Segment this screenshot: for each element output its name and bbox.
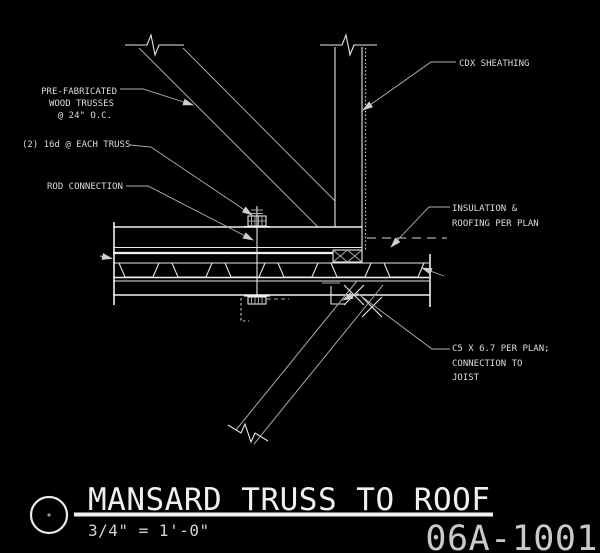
label-channel-line1: C5 X 6.7 PER PLAN; [452, 344, 550, 354]
leader-roof-deck-arrow [421, 267, 445, 277]
leader-insulation [390, 206, 450, 248]
detail-bubble-dot [47, 513, 51, 517]
truss-break-mark [125, 33, 184, 57]
title-block: MANSARD TRUSS TO ROOF 3/4" = 1'-0" 06A-1… [29, 482, 598, 553]
rod-bottom-nut [240, 294, 289, 322]
stud-break-mark [320, 33, 377, 57]
detail-title: MANSARD TRUSS TO ROOF [88, 482, 490, 518]
detail-scale: 3/4" = 1'-0" [88, 521, 210, 540]
leader-lines [120, 61, 456, 350]
label-prefab-line1: PRE-FABRICATED [41, 87, 117, 97]
label-channel-line3: JOIST [452, 373, 480, 383]
kicker-channel-lines [235, 280, 384, 445]
deck-edge-tick [99, 253, 113, 260]
mansard-stud-lines [334, 47, 363, 252]
label-cdx-sheathing: CDX SHEATHING [459, 59, 529, 69]
label-insulation-line2: ROOFING PER PLAN [452, 219, 539, 229]
leader-rod-connection [126, 185, 254, 241]
rod-top-nut [244, 215, 270, 228]
metal-deck-profile [113, 262, 429, 278]
label-channel-line2: CONNECTION TO [452, 359, 522, 369]
label-nail-note: (2) 16d @ EACH TRUSS [22, 140, 130, 150]
blocking-crosshatch [332, 249, 363, 263]
joist-clip-angle [322, 282, 346, 305]
leader-nail-note [129, 144, 253, 216]
label-insulation-line1: INSULATION & [452, 204, 518, 214]
kicker-break-mark [227, 422, 269, 444]
label-rod-connection: ROD CONNECTION [47, 182, 123, 192]
sheet-number: 06A-1001 [425, 519, 598, 553]
truss-top-chord-lines [138, 47, 336, 228]
leader-prefab-trusses [120, 88, 194, 106]
leader-cdx-sheathing [362, 61, 456, 111]
detail-bubble [29, 495, 69, 535]
title-underline [74, 512, 493, 517]
leader-channel-note [342, 292, 450, 350]
label-prefab-line3: @ 24" O.C. [58, 111, 112, 121]
callout-labels: PRE-FABRICATED WOOD TRUSSES @ 24" O.C. (… [22, 59, 550, 383]
label-prefab-line2: WOOD TRUSSES [49, 99, 114, 109]
